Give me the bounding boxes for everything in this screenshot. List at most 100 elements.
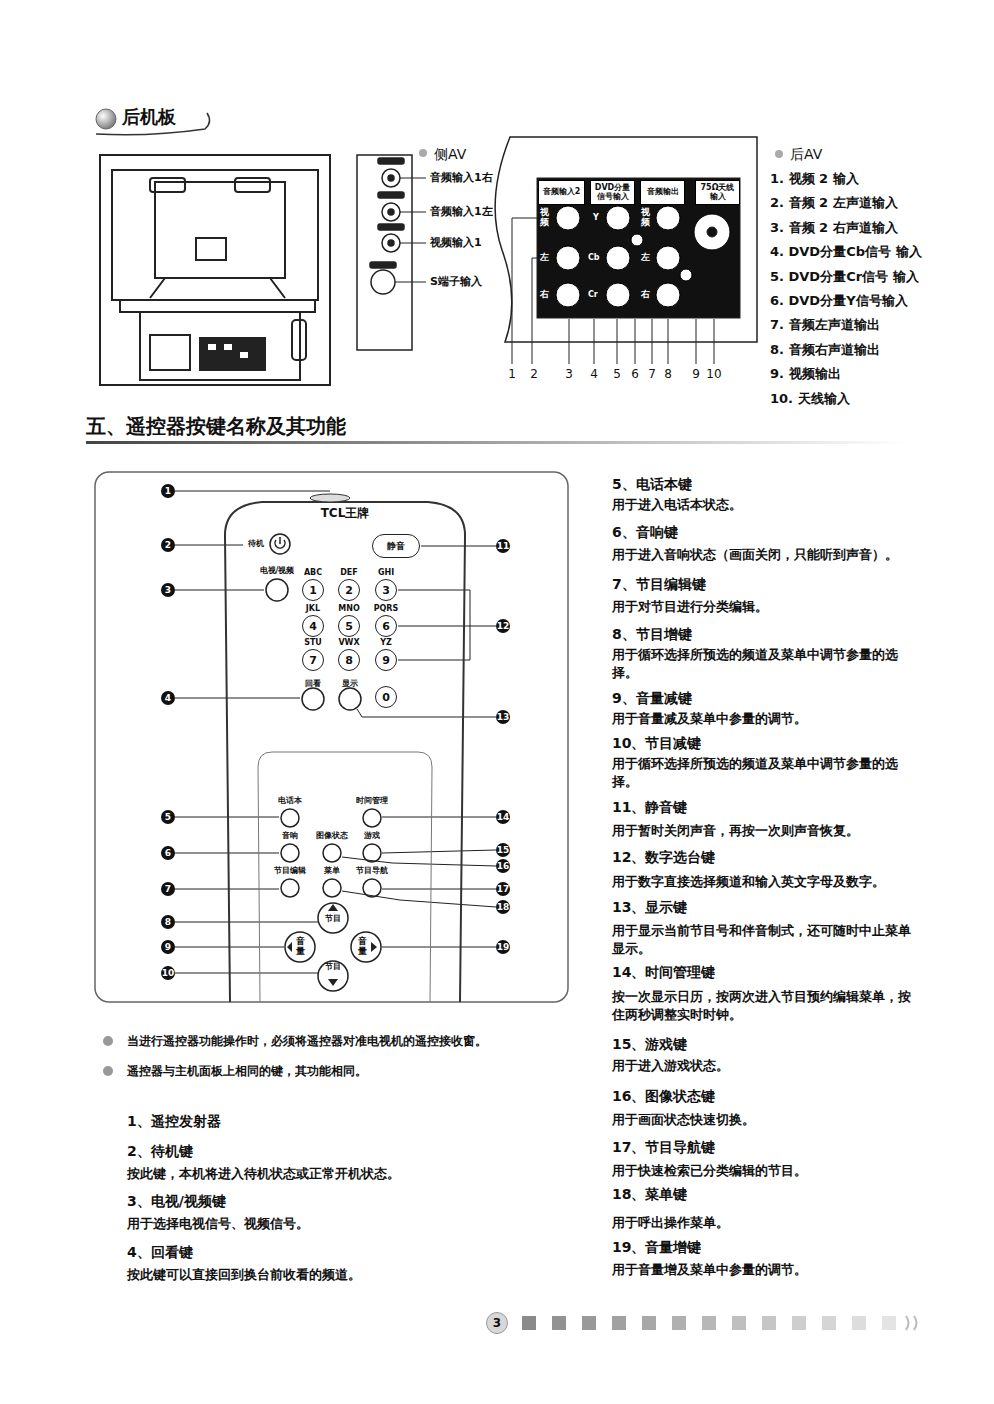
digit-button: 9 — [375, 649, 397, 671]
page-footer — [882, 1316, 896, 1330]
remote-buttons — [281, 809, 299, 827]
section-mark — [86, 441, 906, 444]
function-text: 用于循环选择所预选的频道及菜单中调节参量的选择。 — [612, 755, 922, 791]
callout-number: 8 — [161, 915, 175, 929]
leader-lines — [342, 546, 496, 947]
rear-av-panel — [656, 246, 680, 270]
key-label: MNO — [338, 604, 359, 614]
node-text: 7 — [309, 654, 317, 667]
remote-frame — [95, 472, 568, 1002]
side-av-panel — [388, 209, 394, 215]
function-title: 14、时间管理键 — [612, 964, 715, 982]
jack-label: 音频输入1左 — [430, 205, 493, 219]
function-text: 用于音量减及菜单中参量的调节。 — [612, 710, 922, 728]
node-text: 9 — [165, 942, 171, 952]
digit-button: 8 — [338, 649, 360, 671]
node-text: 3 — [382, 584, 390, 597]
function-text: 用于暂时关闭声音，再按一次则声音恢复。 — [612, 822, 922, 840]
page-footer — [852, 1316, 866, 1330]
function-text: 用于进入电话本状态。 — [612, 496, 922, 514]
key-label: GHI — [378, 568, 394, 578]
tv-back — [240, 352, 248, 358]
rear-av-panel — [656, 206, 680, 230]
node-text: 音频输入2 — [543, 188, 581, 197]
jack-label: 左 — [540, 253, 549, 263]
node-text: 3 — [493, 1316, 501, 1330]
tv-back — [155, 182, 285, 278]
callout-number: 12 — [496, 619, 510, 633]
key-label: 图像状态 — [316, 831, 348, 841]
callout-number: 6 — [631, 367, 639, 382]
key-label: 待机 — [248, 539, 264, 549]
rear-av-panel — [556, 246, 580, 270]
jack-label: 视频输入1 — [430, 236, 482, 250]
function-title: 11、静音键 — [612, 799, 687, 817]
callout-number: 1 — [161, 484, 175, 498]
remote-buttons — [339, 688, 361, 710]
node-text: 6 — [382, 620, 390, 633]
rear-av-panel — [556, 206, 580, 230]
tv-back — [150, 335, 190, 370]
key-label: 节目 — [325, 962, 341, 972]
digit-button: 6 — [375, 615, 397, 637]
function-text: 按一次显示日历，按两次进入节目预约编辑菜单，按住两秒调整实时时钟。 — [612, 988, 922, 1024]
panel-header: DVD分量信号输入 — [590, 180, 635, 205]
node-text: 16 — [497, 861, 510, 871]
callout-number: 10 — [161, 966, 175, 980]
rear-av-panel — [556, 206, 730, 307]
digit-button: 5 — [338, 615, 360, 637]
side-av-panel — [382, 169, 400, 187]
node-text: 17 — [497, 884, 510, 894]
remote-buttons — [302, 688, 324, 710]
panel-header: 音频输出 — [640, 180, 685, 205]
key-label: 菜单 — [324, 866, 340, 876]
rear-av-panel — [606, 206, 630, 230]
function-title: 16、图像状态键 — [612, 1088, 715, 1106]
remote-buttons — [363, 809, 381, 827]
tv-back — [208, 344, 216, 350]
page-footer — [612, 1316, 626, 1330]
side-av-panel — [371, 270, 395, 294]
panel-title: 后AV — [790, 146, 822, 164]
side-av-panel — [378, 224, 404, 230]
node-text: 4 — [165, 693, 171, 703]
page-footer — [906, 1316, 917, 1330]
callout-number: 19 — [496, 940, 510, 954]
function-title: 10、节目减键 — [612, 735, 701, 753]
rear-av-panel — [631, 234, 643, 246]
port-list-item: 9. 视频输出 — [770, 366, 841, 382]
node-text: 75Ω天线输入 — [697, 184, 738, 202]
side-av-panel — [388, 175, 394, 181]
side-av-panel — [388, 240, 394, 246]
page-footer — [792, 1316, 806, 1330]
remote-buttons — [363, 844, 381, 862]
callout-number: 16 — [496, 859, 510, 873]
panel-header: 75Ω天线输入 — [695, 180, 740, 205]
digit-button: 0 — [375, 686, 397, 708]
tv-back — [112, 170, 318, 300]
node-text: 9 — [382, 654, 390, 667]
key-label: 节目导航 — [356, 866, 388, 876]
function-title: 17、节目导航键 — [612, 1139, 715, 1157]
function-title: 15、游戏键 — [612, 1036, 687, 1054]
jack-label: 视频 — [641, 208, 650, 228]
remote-buttons — [281, 879, 299, 897]
panel-header: 音频输入2 — [538, 180, 585, 205]
function-title: 3、电视/视频键 — [127, 1193, 226, 1211]
port-list-item: 7. 音频左声道输出 — [770, 317, 880, 333]
rear-av-panel — [495, 137, 757, 342]
tv-back — [120, 300, 315, 312]
key-label: 音量 — [358, 937, 367, 957]
bullet-dots — [103, 1036, 113, 1046]
jack-label: Y — [593, 213, 599, 223]
page-footer — [702, 1316, 716, 1330]
node-text: 14 — [497, 812, 510, 822]
note-text: 当进行遥控器功能操作时，必须将遥控器对准电视机的遥控接收窗。 — [127, 1034, 487, 1049]
callout-number: 5 — [613, 367, 621, 382]
function-text: 用于进入音响状态（画面关闭，只能听到声音）。 — [612, 546, 922, 564]
key-label: 电话本 — [278, 796, 302, 806]
function-title: 12、数字选台键 — [612, 849, 715, 867]
callout-number: 18 — [496, 900, 510, 914]
rear-av-panel — [556, 283, 580, 307]
